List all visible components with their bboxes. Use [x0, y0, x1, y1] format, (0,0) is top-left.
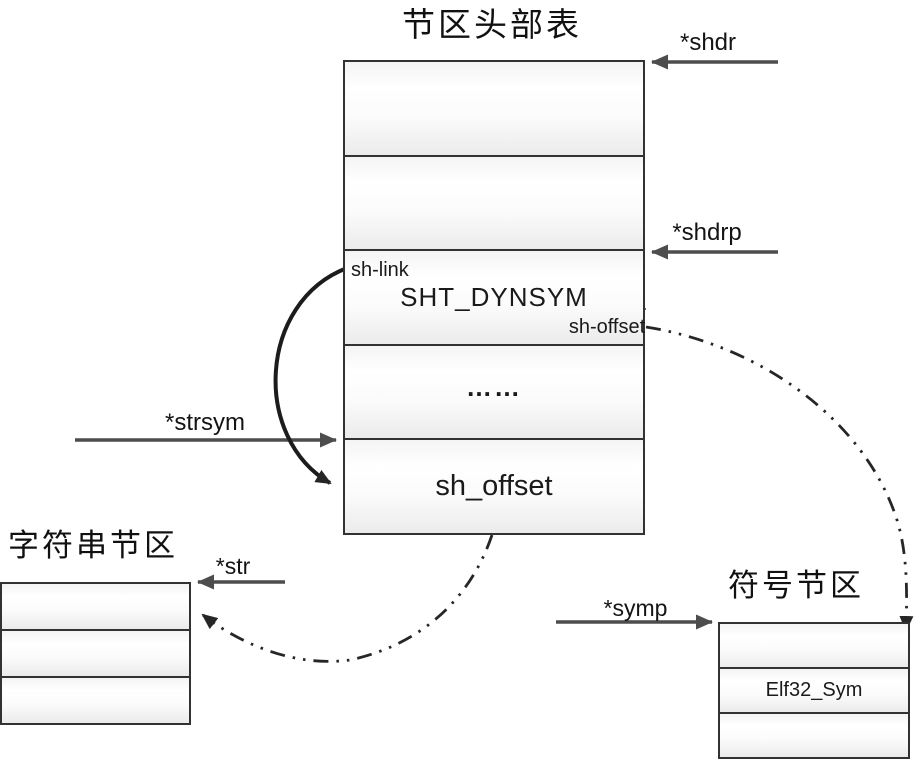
shdr-pointer-label: *shdr [679, 29, 737, 56]
str-pointer-label: *str [215, 553, 251, 579]
section-header-table-title: 节区头部表 [402, 8, 582, 44]
cell-text: …… [466, 371, 522, 402]
table-row [720, 714, 908, 757]
strsym-pointer-label: *strsym [165, 409, 245, 436]
sh-offset-label: sh-offset [568, 316, 646, 338]
cell-text: Elf32_Sym [765, 679, 863, 701]
table-row-ellipsis: …… [345, 345, 643, 441]
table-row [345, 62, 643, 157]
cell-text: SHT_DYNSYM [400, 281, 588, 312]
sh-link-label: sh-link [351, 259, 409, 281]
table-row [345, 156, 643, 252]
shdrp-pointer-label: *shdrp [672, 219, 742, 246]
table-row [2, 584, 189, 631]
symbol-section-title: 符号节区 [728, 568, 864, 603]
sh-offset-callout: sh-offset [569, 310, 645, 345]
table-row-elf32-sym: Elf32_Sym [720, 669, 908, 714]
table-row-sh-offset: sh_offset [345, 440, 643, 533]
string-section-table [0, 582, 191, 725]
sh-link-callout: sh-link [344, 252, 417, 289]
sh-link-curve-arrow [273, 266, 348, 485]
cell-text: sh_offset [435, 470, 553, 503]
table-row [2, 678, 189, 723]
table-row [2, 631, 189, 678]
section-header-table: SHT_DYNSYM …… sh_offset [343, 60, 645, 535]
symp-pointer-label: *symp [603, 595, 668, 621]
table-row-sht-dynsym: SHT_DYNSYM [345, 251, 643, 346]
symbol-section-table: Elf32_Sym [718, 622, 910, 759]
table-row [720, 624, 908, 669]
string-section-title: 字符串节区 [8, 528, 178, 563]
